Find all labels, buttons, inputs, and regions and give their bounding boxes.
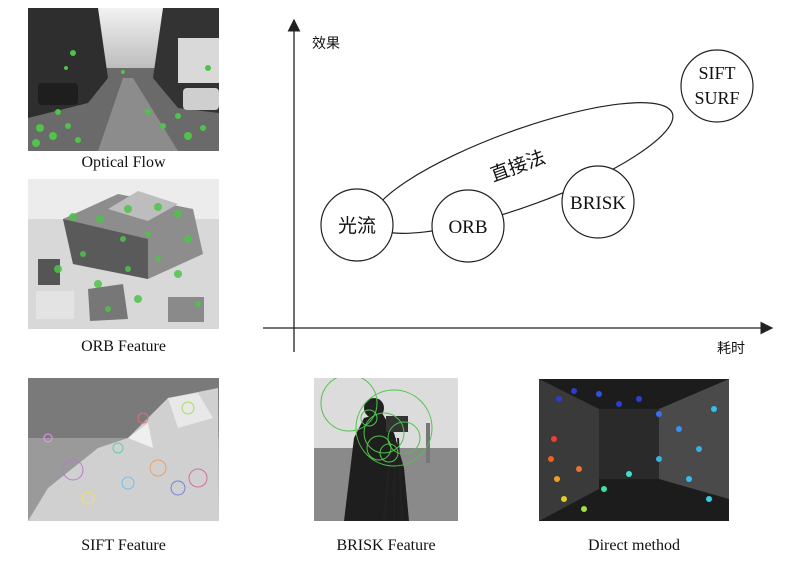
- node-sift-surf: SIFT SURF: [680, 49, 754, 123]
- node-orb: ORB: [431, 189, 505, 263]
- optical-flow-caption: Optical Flow: [81, 154, 166, 171]
- x-axis-label: 耗时: [717, 341, 745, 357]
- y-axis-label: 效果: [312, 36, 340, 52]
- orb-feature-image: [28, 179, 219, 329]
- node-optical-flow: 光流: [320, 188, 394, 262]
- direct-method-ellipse-label: 直接法: [487, 146, 548, 186]
- direct-method-image: [539, 379, 729, 521]
- direct-method-caption: Direct method: [588, 537, 680, 554]
- sift-feature-image: [28, 378, 219, 521]
- optical-flow-image: [28, 8, 219, 151]
- brisk-feature-image: [314, 378, 458, 521]
- node-sift-label: SIFT: [698, 63, 735, 83]
- node-orb-label: ORB: [448, 217, 487, 238]
- node-brisk: BRISK: [561, 165, 635, 239]
- node-surf-label: SURF: [694, 88, 739, 108]
- brisk-feature-caption: BRISK Feature: [336, 537, 436, 554]
- sift-feature-caption: SIFT Feature: [81, 537, 166, 554]
- node-optical-flow-label: 光流: [338, 215, 376, 237]
- orb-feature-caption: ORB Feature: [81, 338, 166, 355]
- node-brisk-label: BRISK: [570, 193, 626, 214]
